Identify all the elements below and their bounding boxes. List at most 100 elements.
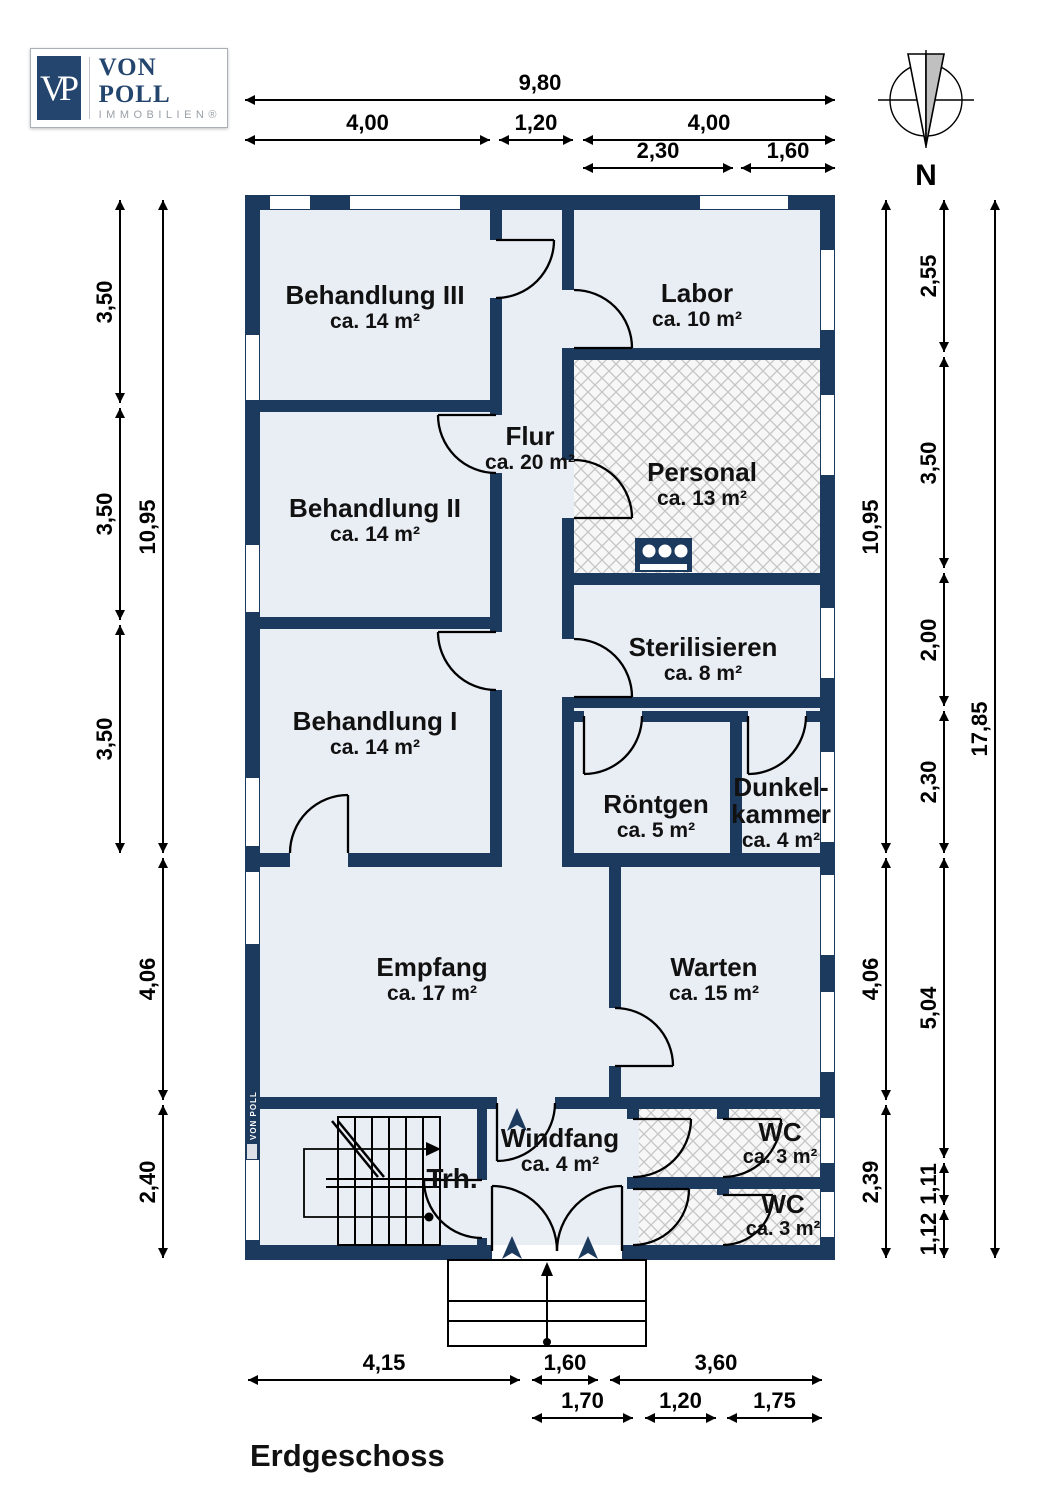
room-name: kammer <box>731 799 831 829</box>
dim-right-total: 17,85 <box>967 200 1000 1258</box>
dim-label: 3,50 <box>92 717 117 761</box>
dim-label: 5,04 <box>916 986 941 1030</box>
dim-top-labor-window: 1,60 <box>741 138 835 173</box>
entrance-steps <box>447 1259 647 1347</box>
dim-label: 2,40 <box>135 1160 160 1203</box>
dim-label: 1,20 <box>514 110 558 135</box>
dim-left-empfang: 4,06 <box>135 858 168 1100</box>
room-label-behandlung1: Behandlung I ca. 14 m² <box>293 707 458 761</box>
compass-icon: N <box>878 50 974 192</box>
company-logo: VP VON POLL IMMOBILIEN® <box>30 48 228 128</box>
dim-top-corridor: 1,20 <box>499 110 573 145</box>
room-area: ca. 3 m² <box>745 1218 821 1240</box>
dim-bottom-porch-left: 1,70 <box>532 1388 633 1423</box>
dim-right-personal: 3,50 <box>916 357 949 568</box>
room-name: Windfang <box>500 1123 620 1153</box>
room-area: ca. 15 m² <box>669 982 759 1005</box>
dim-label: 9,80 <box>518 70 562 95</box>
dim-label: 2,55 <box>916 254 941 298</box>
dim-right-labor: 2,55 <box>916 200 949 352</box>
dim-label: 3,50 <box>92 280 117 323</box>
room-area: ca. 14 m² <box>330 523 420 546</box>
room-name: Dunkel- <box>733 772 829 802</box>
dim-label: 1,70 <box>561 1388 604 1413</box>
dim-label: 17,85 <box>967 701 992 757</box>
dim-label: 4,15 <box>362 1350 406 1375</box>
dim-top-left-room: 4,00 <box>245 110 490 145</box>
room-label-dunkelkammer: Dunkel- kammer ca. 4 m² <box>731 774 831 854</box>
room-label-warten: Warten ca. 15 m² <box>669 953 759 1007</box>
dim-label: 3,50 <box>916 441 941 484</box>
dim-label: 4,00 <box>687 110 731 135</box>
dim-label: 2,39 <box>858 1160 883 1203</box>
dim-label: 1,60 <box>543 1350 587 1375</box>
room-label-sterilisieren: Sterilisieren ca. 8 m² <box>629 633 778 687</box>
dim-bottom-porch-mid: 1,20 <box>645 1388 716 1423</box>
logo-vp-monogram: VP <box>37 56 81 120</box>
room-name: Behandlung II <box>289 493 461 523</box>
dim-label: 3,60 <box>694 1350 738 1375</box>
dim-label: 3,50 <box>92 492 117 536</box>
dim-right-wc-upper: 1,11 <box>916 1163 949 1205</box>
dim-bottom-porch-right: 1,75 <box>727 1388 822 1423</box>
dim-label: 2,30 <box>636 138 680 163</box>
dim-label: 1,12 <box>916 1212 941 1256</box>
staircase <box>303 1116 441 1246</box>
compass-north-label: N <box>915 159 937 192</box>
dim-top-labor-wall: 2,30 <box>583 138 733 173</box>
room-label-labor: Labor ca. 10 m² <box>652 279 742 333</box>
dim-label: 4,06 <box>858 957 883 1001</box>
sink-icon <box>635 538 692 572</box>
tiled-floor <box>574 360 820 1245</box>
room-label-behandlung3: Behandlung III ca. 14 m² <box>285 281 464 335</box>
direction-arrow-icons <box>502 1108 598 1259</box>
room-name: Sterilisieren <box>628 632 778 662</box>
room-label-wc-lower: WC ca. 3 m² <box>746 1190 820 1240</box>
room-area: ca. 14 m² <box>330 736 420 759</box>
room-area: ca. 5 m² <box>616 819 696 842</box>
room-name: Empfang <box>376 952 488 982</box>
room-name: Personal <box>647 457 757 487</box>
doors <box>288 238 808 1252</box>
room-label-treppenhaus: Trh. <box>426 1165 477 1193</box>
room-area: ca. 4 m² <box>741 829 821 852</box>
dim-right-warten-outer: 5,04 <box>916 858 949 1158</box>
dim-label: 1,75 <box>753 1388 796 1413</box>
dim-left-behandlung2: 3,50 <box>92 408 125 620</box>
dim-top-right-room: 4,00 <box>583 110 835 145</box>
room-name: Flur <box>505 421 555 451</box>
page-title: Erdgeschoss <box>250 1438 445 1473</box>
room-label-behandlung2: Behandlung II ca. 14 m² <box>289 494 461 548</box>
dim-label: 10,95 <box>858 498 883 555</box>
logo-divider <box>88 57 90 119</box>
dim-label: 10,95 <box>135 498 160 555</box>
dim-label: 2,00 <box>916 618 941 661</box>
dim-label: 4,06 <box>135 957 160 1001</box>
room-label-wc-upper: WC ca. 3 m² <box>743 1118 817 1168</box>
room-label-roentgen: Röntgen ca. 5 m² <box>603 790 708 844</box>
dim-right-wc-block: 2,39 <box>858 1105 891 1258</box>
room-name: Röntgen <box>603 789 709 819</box>
dim-left-upper-total: 10,95 <box>135 200 168 853</box>
room-label-personal: Personal ca. 13 m² <box>647 458 757 512</box>
room-name: Behandlung I <box>292 706 458 736</box>
room-area: ca. 14 m² <box>330 310 420 333</box>
svg-text:VON POLL: VON POLL <box>249 1091 258 1140</box>
dim-bottom-right: 3,60 <box>610 1350 822 1385</box>
room-name: Behandlung III <box>285 280 465 310</box>
dim-label: 1,60 <box>766 138 810 163</box>
dim-label: 4,00 <box>346 110 389 135</box>
brand-watermark: VON POLL <box>247 1091 258 1159</box>
room-area: ca. 17 m² <box>387 982 477 1005</box>
dim-top-total: 9,80 <box>245 70 835 105</box>
dim-left-behandlung3: 3,50 <box>92 200 125 403</box>
dim-label: 1,20 <box>659 1388 702 1413</box>
room-label-flur: Flur ca. 20 m² <box>485 422 575 476</box>
dim-bottom-left: 4,15 <box>248 1350 520 1385</box>
dim-right-upper-total: 10,95 <box>858 200 891 853</box>
room-area: ca. 10 m² <box>652 308 742 331</box>
room-name: Warten <box>670 952 758 982</box>
dim-right-roentgen: 2,30 <box>916 711 949 853</box>
